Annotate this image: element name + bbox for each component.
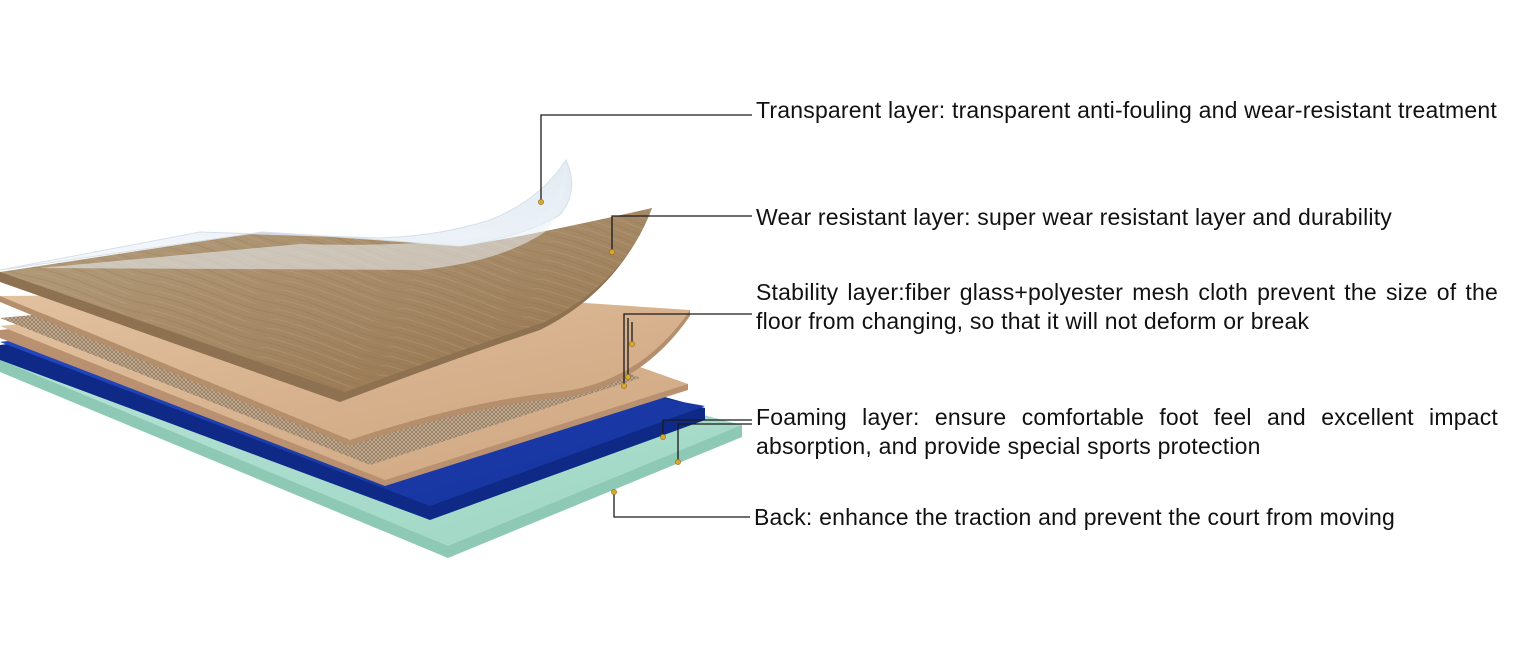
leader-foam-b — [677, 423, 752, 461]
dot-wear — [609, 249, 615, 255]
leader-transparent — [540, 114, 752, 201]
dot-back — [611, 489, 617, 495]
leader-back — [613, 492, 750, 518]
dot-stability-c — [629, 341, 635, 347]
leader-stability-a — [623, 313, 752, 385]
dot-foam-b — [675, 459, 681, 465]
dot-foam-a — [660, 434, 666, 440]
wear-layer-label: Wear resistant layer: super wear resista… — [756, 204, 1393, 230]
anchor-dots — [538, 199, 681, 495]
stability-layer-label: Stability layer:fiber glass+polyester me… — [756, 279, 1498, 334]
dot-stability-a — [621, 383, 627, 389]
transparent-layer — [0, 158, 573, 271]
leader-foam-a — [662, 419, 752, 436]
back-layer-label: Back: enhance the traction and prevent t… — [754, 504, 1396, 530]
foam-layer-label: Foaming layer: ensure comfortable foot f… — [756, 404, 1498, 459]
dot-stability-b — [625, 374, 631, 380]
leader-wear — [611, 215, 752, 252]
leader-lines — [540, 114, 752, 518]
transparent-layer-label: Transparent layer: transparent anti-foul… — [756, 97, 1497, 123]
dot-transparent — [538, 199, 544, 205]
